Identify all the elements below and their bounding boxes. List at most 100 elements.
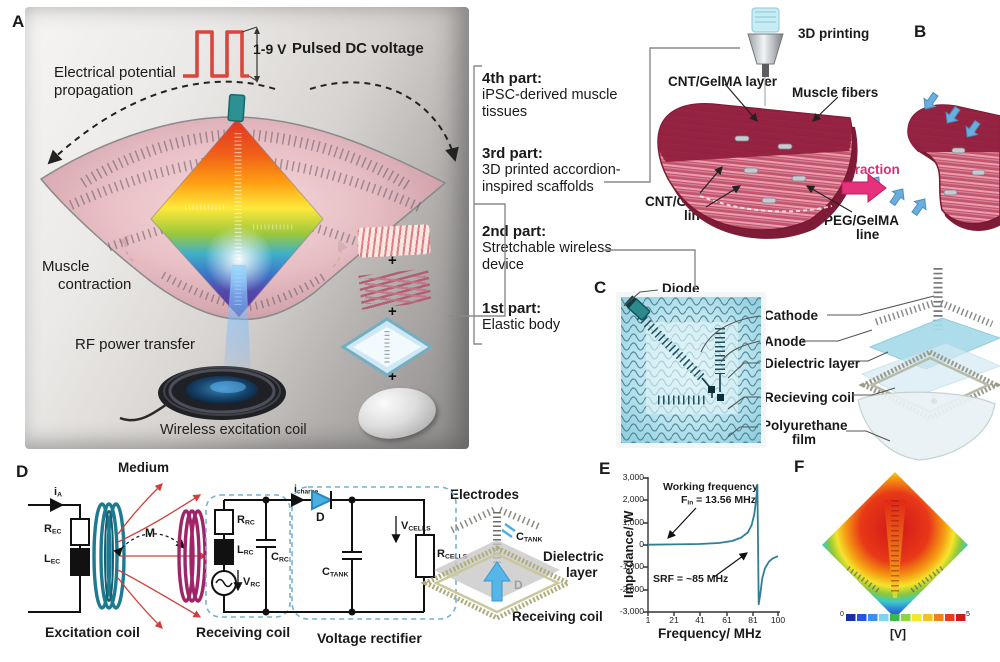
pulse-wave-icon bbox=[183, 26, 260, 83]
plus-sign: + bbox=[388, 252, 397, 269]
colorbar-max: 5 bbox=[966, 611, 970, 618]
anode-label: Anode bbox=[764, 334, 806, 349]
peg-line-label: PEG/GelMA bbox=[824, 213, 900, 228]
parts-bracket bbox=[473, 65, 482, 345]
e-ytick: 3,000 bbox=[622, 472, 644, 482]
muscle-fibers-label: Muscle fibers bbox=[792, 85, 879, 100]
e-ytick: 2,000 bbox=[622, 494, 644, 504]
e-xtick: 81 bbox=[748, 615, 758, 625]
panel-f-label: F bbox=[794, 457, 805, 476]
bracket-to-stack-connector bbox=[449, 203, 506, 317]
colorbar bbox=[846, 614, 966, 621]
connector-3rd-to-b bbox=[604, 47, 740, 183]
mutual-m-label: M bbox=[145, 526, 155, 540]
dielectric-label: Dielectric layer bbox=[764, 356, 861, 371]
panel-a-label: A bbox=[12, 12, 25, 31]
part-3-title: 3rd part: bbox=[482, 145, 543, 162]
cathode-label: Cathode bbox=[764, 308, 818, 323]
electrodes-label: Electrodes bbox=[450, 487, 520, 502]
fin-annotation: Fin = 13.56 MHz bbox=[681, 494, 756, 507]
stack-wireless-device bbox=[340, 317, 434, 377]
panel-a-photo bbox=[25, 7, 469, 449]
ia-label: iA bbox=[54, 486, 62, 499]
colorbar-segment bbox=[923, 614, 933, 621]
panel-c-leaders bbox=[623, 289, 935, 442]
right-fin-contracted bbox=[907, 104, 1000, 231]
e-ytick: 0 bbox=[639, 539, 644, 549]
diode-arrow bbox=[483, 561, 511, 602]
polyurethane-label-2: film bbox=[792, 432, 817, 447]
part-4-desc: iPSC-derived muscle tissues bbox=[482, 87, 618, 120]
colorbar-segment bbox=[901, 614, 911, 621]
rectifier-box bbox=[291, 486, 457, 620]
cnt-rods bbox=[734, 135, 807, 204]
part-1-title: 1st part: bbox=[482, 300, 542, 317]
plus-sign: + bbox=[388, 368, 397, 385]
excitation-coil-graphic bbox=[119, 366, 286, 422]
panel-c-exploded bbox=[857, 268, 1000, 461]
colorbar-segment bbox=[945, 614, 955, 621]
e-xlabel: Frequency/ MHz bbox=[658, 626, 762, 641]
rf-power-label: RF power transfer bbox=[75, 336, 196, 353]
dielectric-sheet-2 bbox=[860, 342, 1000, 400]
peg-line-label-2: line bbox=[856, 227, 880, 242]
e-xtick: 41 bbox=[695, 615, 705, 625]
colorbar-unit: [V] bbox=[890, 627, 906, 641]
e-xtick: 100 bbox=[770, 615, 786, 625]
lec-label: LEC bbox=[44, 553, 61, 566]
part-2-title: 2nd part: bbox=[482, 223, 547, 240]
receiving-coil-caption: Receiving coil bbox=[196, 624, 291, 640]
panel-c-device bbox=[616, 292, 766, 448]
receiving-coil-traces bbox=[636, 312, 725, 405]
polyurethane-label: Polyurethane bbox=[762, 418, 848, 433]
e-ytick: -2,000 bbox=[619, 584, 644, 594]
e-ytick: -1,000 bbox=[619, 561, 644, 571]
e-xtick: 1 bbox=[645, 615, 651, 625]
receiving-circuit bbox=[211, 499, 292, 613]
e-ytick: -3,000 bbox=[619, 606, 644, 616]
voltage-rectifier-caption: Voltage rectifier bbox=[317, 630, 422, 646]
srf-annotation: SRF = ~85 MHz bbox=[653, 573, 729, 585]
axes bbox=[643, 477, 780, 616]
receiving-coil-diamond bbox=[420, 545, 574, 621]
excitation-coil-caption: Excitation coil bbox=[45, 624, 140, 640]
connector-2nd-to-c bbox=[602, 249, 696, 288]
colorbar-segment bbox=[846, 614, 856, 621]
polyurethane-film bbox=[857, 391, 996, 461]
cnt-layer-label: CNT/GelMA layer bbox=[668, 74, 778, 89]
receiving-coil2-label: Receiving coil bbox=[512, 609, 603, 624]
panel-b-graphic bbox=[657, 7, 1000, 239]
dielectric-layer-label: Dielectric bbox=[543, 549, 604, 564]
electrical-potential-label: Electrical potential bbox=[54, 64, 176, 81]
receiving-coil-rings bbox=[177, 509, 207, 603]
plus-sign: + bbox=[388, 303, 397, 320]
e-xtick: 21 bbox=[669, 615, 679, 625]
crc-label: CRC bbox=[271, 551, 289, 564]
printing-label: 3D printing bbox=[798, 26, 870, 41]
vcells-label: VCELLS bbox=[401, 520, 431, 533]
vrc-label: VRC bbox=[243, 576, 261, 589]
annotation-arrows bbox=[667, 507, 748, 578]
e-xtick: 61 bbox=[722, 615, 732, 625]
mutual-inductance-arc bbox=[113, 533, 185, 557]
panel-d-circuit bbox=[28, 483, 574, 629]
receiving-box bbox=[205, 494, 291, 618]
part-1-desc: Elastic body bbox=[482, 317, 561, 333]
icharge-label: icharge bbox=[294, 483, 319, 496]
ctank2-label: CTANK bbox=[516, 531, 543, 544]
panel-d-label: D bbox=[16, 462, 29, 481]
propagation-arcs bbox=[47, 80, 459, 165]
voltage-range-label: 1-9 V bbox=[253, 41, 287, 57]
panel-c-label: C bbox=[594, 278, 607, 297]
ctank-label: CTANK bbox=[322, 566, 349, 579]
colorbar-segment bbox=[868, 614, 878, 621]
colorbar-segment bbox=[890, 614, 900, 621]
wireless-coil-label: Wireless excitation coil bbox=[160, 422, 307, 438]
device-connector-block bbox=[227, 93, 246, 123]
pulsed-dc-label: Pulsed DC voltage bbox=[292, 40, 424, 57]
left-fin bbox=[657, 103, 858, 239]
dielectric-layer-label-2: layer bbox=[566, 565, 598, 580]
voltage-plume bbox=[884, 500, 906, 598]
colorbar-segment bbox=[956, 614, 966, 621]
